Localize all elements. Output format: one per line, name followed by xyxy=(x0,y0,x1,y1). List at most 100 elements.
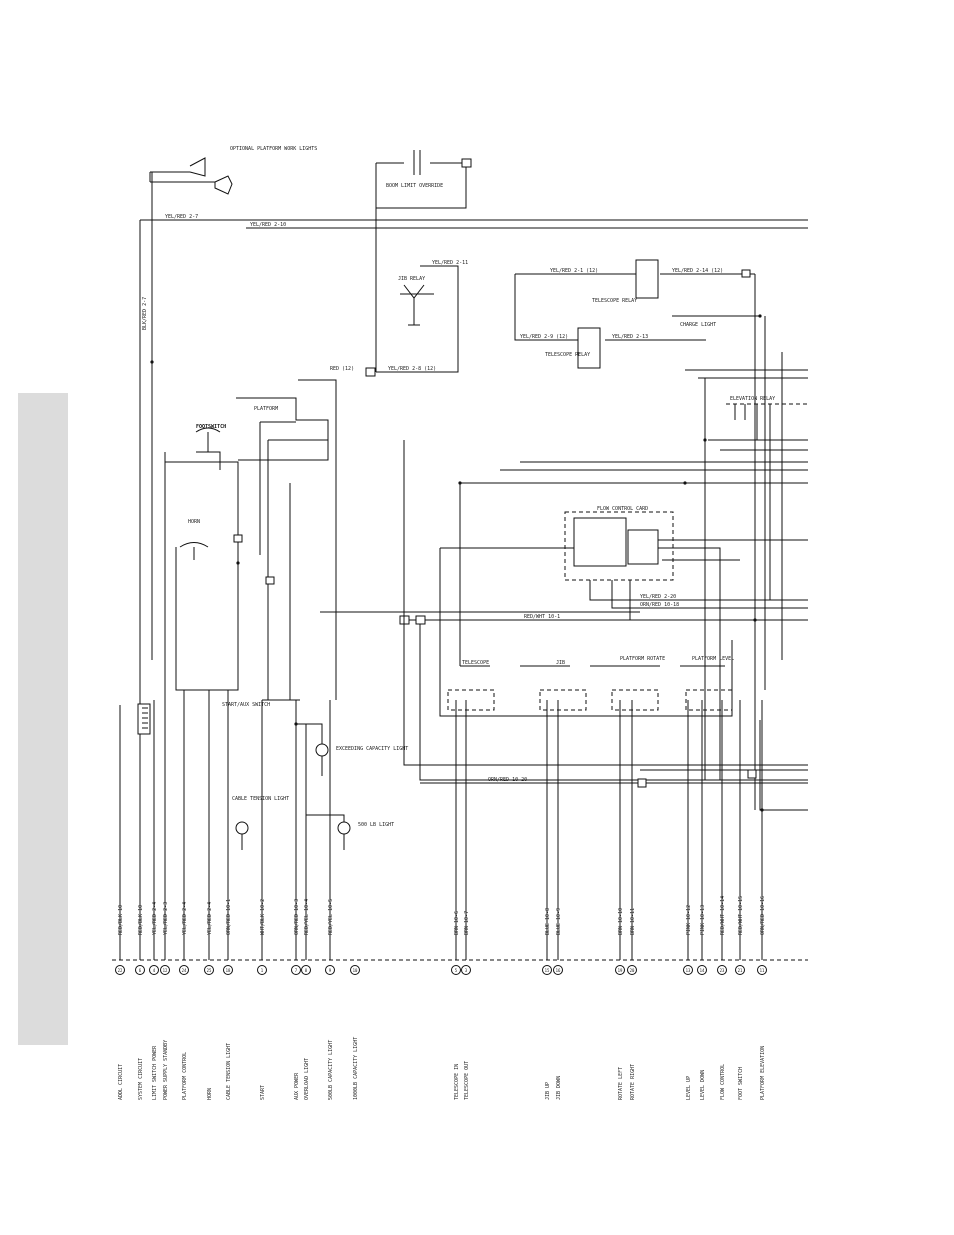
terminal-wire-label: RED/YEL 10-4 xyxy=(304,899,310,935)
terminal-pin-number: 11 xyxy=(760,968,765,973)
terminal-function-label: TELESCOPE IN xyxy=(454,1064,460,1100)
telescope-label: TELESCOPE xyxy=(462,660,489,666)
lbs-light-label: 500 LB LIGHT xyxy=(358,822,394,828)
terminal-wire-label: BRN 10-11 xyxy=(630,908,636,935)
telescope-relay-2-label: TELESCOPE RELAY xyxy=(545,352,590,358)
terminal-pin-number: 19 xyxy=(618,968,623,973)
terminal-function-label: PLATFORM ELEVATION xyxy=(760,1046,766,1100)
terminal-pin xyxy=(301,965,311,975)
wire-label-w4: YEL/RED 2-11 xyxy=(432,260,468,266)
terminal-pin-number: 25 xyxy=(207,968,212,973)
terminal-function-label: LEVEL UP xyxy=(686,1076,692,1100)
terminal-wire-label: BRN 10-10 xyxy=(618,908,624,935)
override-switch: BOOM LIMIT OVERRIDE xyxy=(375,150,472,372)
wire-label-w13: ORN/RED 10-20 xyxy=(488,777,527,783)
terminal-pin-number: 22 xyxy=(118,968,123,973)
terminal-function-label: LIMIT SWITCH POWER xyxy=(152,1045,158,1100)
terminal-pin xyxy=(350,965,360,975)
terminal-wire-label: YEL/RED 2-4 xyxy=(207,902,213,935)
wire-label-w1: YEL/RED 2-7 xyxy=(165,214,198,220)
platform-level-label: PLATFORM LEVEL xyxy=(692,656,734,662)
terminal-wire-label: RED/WHT 10-14 xyxy=(720,896,726,935)
terminal-pin-number: 7 xyxy=(295,968,298,973)
wire-label-w5: YEL/RED 2-1 (12) xyxy=(550,268,598,274)
terminal-function-label: FOOT SWITCH xyxy=(738,1067,744,1100)
terminal-function-label: JIB DOWN xyxy=(556,1076,562,1100)
cable-tension-light-label: CABLE TENSION LIGHT xyxy=(232,796,289,802)
jib-relay-label: JIB RELAY xyxy=(398,276,425,282)
terminal-function-label: FLOW CONTROL xyxy=(720,1064,726,1100)
terminal-wire-label: RED/YEL 10-5 xyxy=(328,899,334,935)
jib-relay: JIB RELAY YEL/RED 2-11 xyxy=(376,260,468,373)
terminal-pin-number: 3 xyxy=(465,968,468,973)
terminal-pin xyxy=(325,965,335,975)
terminal-wire-label: ORN/RED 10-3 xyxy=(294,899,300,935)
telescope-relay-top: YEL/RED 2-1 (12) YEL/RED 2-14 (12) TELES… xyxy=(515,259,755,304)
wire-label-w9: YEL/RED 2-8 (12) xyxy=(388,366,436,372)
terminal-wire-label: BRN 10-6 xyxy=(454,911,460,935)
footswitch: FOOTSWITCH xyxy=(164,424,239,700)
footswitch-label: FOOTSWITCH xyxy=(196,424,226,430)
terminal-wire-label: ORN/RED 10-16 xyxy=(760,896,766,935)
terminal-pin-number: 10 xyxy=(353,968,358,973)
terminal-pin-number: 24 xyxy=(182,968,187,973)
elevation-relay-label: ELEVATION RELAY xyxy=(730,396,775,402)
exceeding-capacity-light: EXCEEDING CAPACITY LIGHT xyxy=(296,723,408,776)
terminal-function-label: HORN xyxy=(207,1088,213,1100)
platform-label: PLATFORM xyxy=(254,406,278,412)
terminal-pin-number: 23 xyxy=(720,968,725,973)
terminal-wire-label: PINK 10-12 xyxy=(686,905,692,935)
wire-label-w11: ORN/RED 10-18 xyxy=(640,602,679,608)
terminal-pin-number: 14 xyxy=(700,968,705,973)
flow-control-card: FLOW CONTROL CARD YEL/RED 2-20 ORN/RED 1… xyxy=(440,506,808,780)
lbs-light: 500 LB LIGHT xyxy=(306,814,394,850)
start-aux-switch: START/AUX SWITCH xyxy=(222,699,331,960)
terminal-pin xyxy=(291,965,301,975)
terminal-function-label: SYSTEM CIRCUIT xyxy=(138,1058,144,1100)
terminal-pin xyxy=(179,965,189,975)
wire-label-w3: BLK/RED 2-7 xyxy=(142,297,148,330)
terminal-wire-label: YEL/RED 2-4 xyxy=(182,902,188,935)
jib-label: JIB xyxy=(556,660,565,666)
terminal-pin xyxy=(757,965,767,975)
terminal-pin xyxy=(115,965,125,975)
terminal-wire-label: ORN/RED 10-1 xyxy=(226,899,232,935)
terminal-function-label: JIB UP xyxy=(545,1082,551,1100)
platform-rotate-label: PLATFORM ROTATE xyxy=(620,656,665,662)
terminal-function-label: CABLE TENSION LIGHT xyxy=(226,1043,232,1100)
terminal-pin-number: 12 xyxy=(163,968,168,973)
wire-label-w10: RED (12) xyxy=(330,366,354,372)
optional-work-lights: OPTIONAL PLATFORM WORK LIGHTS xyxy=(149,146,317,195)
terminal-pin-number: 15 xyxy=(545,968,550,973)
elevation-relay: ELEVATION RELAY xyxy=(726,396,808,440)
terminal-pin-number: 1 xyxy=(261,968,264,973)
charge-light-label: CHARGE LIGHT xyxy=(680,322,716,328)
terminal-function-label: LEVEL DOWN xyxy=(700,1070,706,1100)
terminal-pin xyxy=(717,965,727,975)
cable-tension-light: CABLE TENSION LIGHT xyxy=(232,796,289,850)
terminal-pin xyxy=(542,965,552,975)
terminal-function-label: TELESCOPE OUT xyxy=(464,1061,470,1100)
terminal-pin-number: 5 xyxy=(455,968,458,973)
platform-switch: PLATFORM YEL/RED 2-8 (12) RED (12) xyxy=(233,366,436,700)
wire-label-w8: YEL/RED 2-13 xyxy=(612,334,648,340)
wire-label-w6: YEL/RED 2-14 (12) xyxy=(672,268,723,274)
terminal-pin-number: 16 xyxy=(556,968,561,973)
terminal-function-label: ROTATE LEFT xyxy=(618,1067,624,1100)
wire-label-w2: YEL/RED 2-10 xyxy=(250,222,286,228)
terminal-wire-label: BRN 10-7 xyxy=(464,911,470,935)
terminal-function-label: ADDL CIRCUIT xyxy=(118,1064,124,1100)
start-switch-label: START/AUX SWITCH xyxy=(222,702,270,708)
terminal-function-label: OVERLOAD LIGHT xyxy=(304,1058,310,1100)
terminal-pin-number: 4 xyxy=(153,968,156,973)
horn-label: HORN xyxy=(188,519,200,525)
terminal-function-label: POWER SUPPLY STANDBY xyxy=(163,1040,169,1100)
terminal-wire-label: PINK 10-13 xyxy=(700,905,706,935)
terminal-wire-label: RED/BLK 10 xyxy=(118,905,124,935)
terminal-pin xyxy=(615,965,625,975)
terminal-pin xyxy=(683,965,693,975)
terminal-pin-number: 13 xyxy=(686,968,691,973)
terminal-pin-number: 20 xyxy=(630,968,635,973)
terminal-function-label: ROTATE RIGHT xyxy=(630,1064,636,1100)
